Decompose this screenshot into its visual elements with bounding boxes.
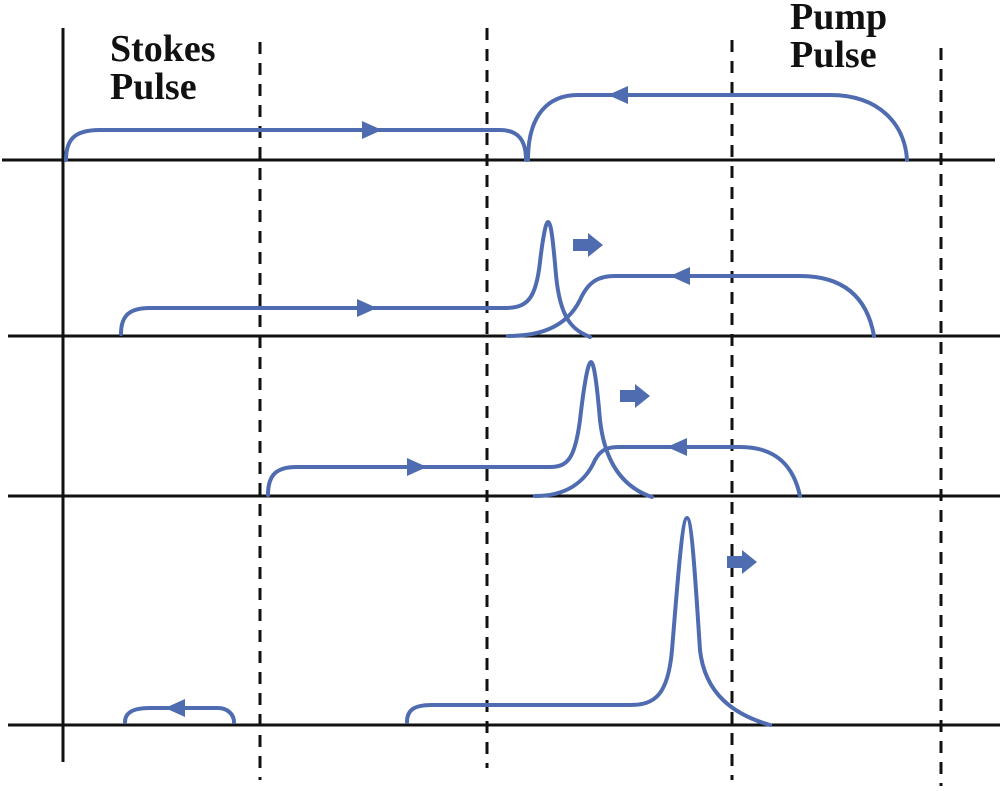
arrowhead-right-row-3 xyxy=(407,458,427,476)
block-arrow-right-row-3 xyxy=(620,384,650,408)
arrowhead-left-row-4 xyxy=(165,699,185,717)
stokes-pulse-row-2 xyxy=(119,220,592,339)
stokes-pulse-label: Stokes Pulse xyxy=(110,30,216,106)
stokes-pulse-row-3 xyxy=(266,360,654,499)
block-arrow-right-row-2 xyxy=(573,233,603,257)
arrowhead-right-row-2 xyxy=(357,299,377,317)
pump-label-line-2: Pulse xyxy=(790,34,877,76)
pump-pulse-row-1 xyxy=(526,93,909,162)
stokes-pulse-row-4 xyxy=(405,516,772,727)
pump-label-line-1: Pump xyxy=(790,0,888,38)
arrowhead-left-row-1 xyxy=(608,86,628,104)
block-arrow-right-row-4 xyxy=(727,550,757,574)
stokes-pulse-row-1 xyxy=(64,128,528,162)
pump-pulse-row-3 xyxy=(533,445,802,498)
arrowhead-left-row-2 xyxy=(670,267,690,285)
pump-pulse-label: Pump Pulse xyxy=(790,0,887,74)
pump-pulse-row-2 xyxy=(506,274,876,338)
arrowhead-right-row-1 xyxy=(362,121,382,139)
arrowhead-left-row-3 xyxy=(667,438,687,456)
stokes-label-line-2: Pulse xyxy=(110,66,197,108)
stokes-label-line-1: Stokes xyxy=(110,28,216,70)
